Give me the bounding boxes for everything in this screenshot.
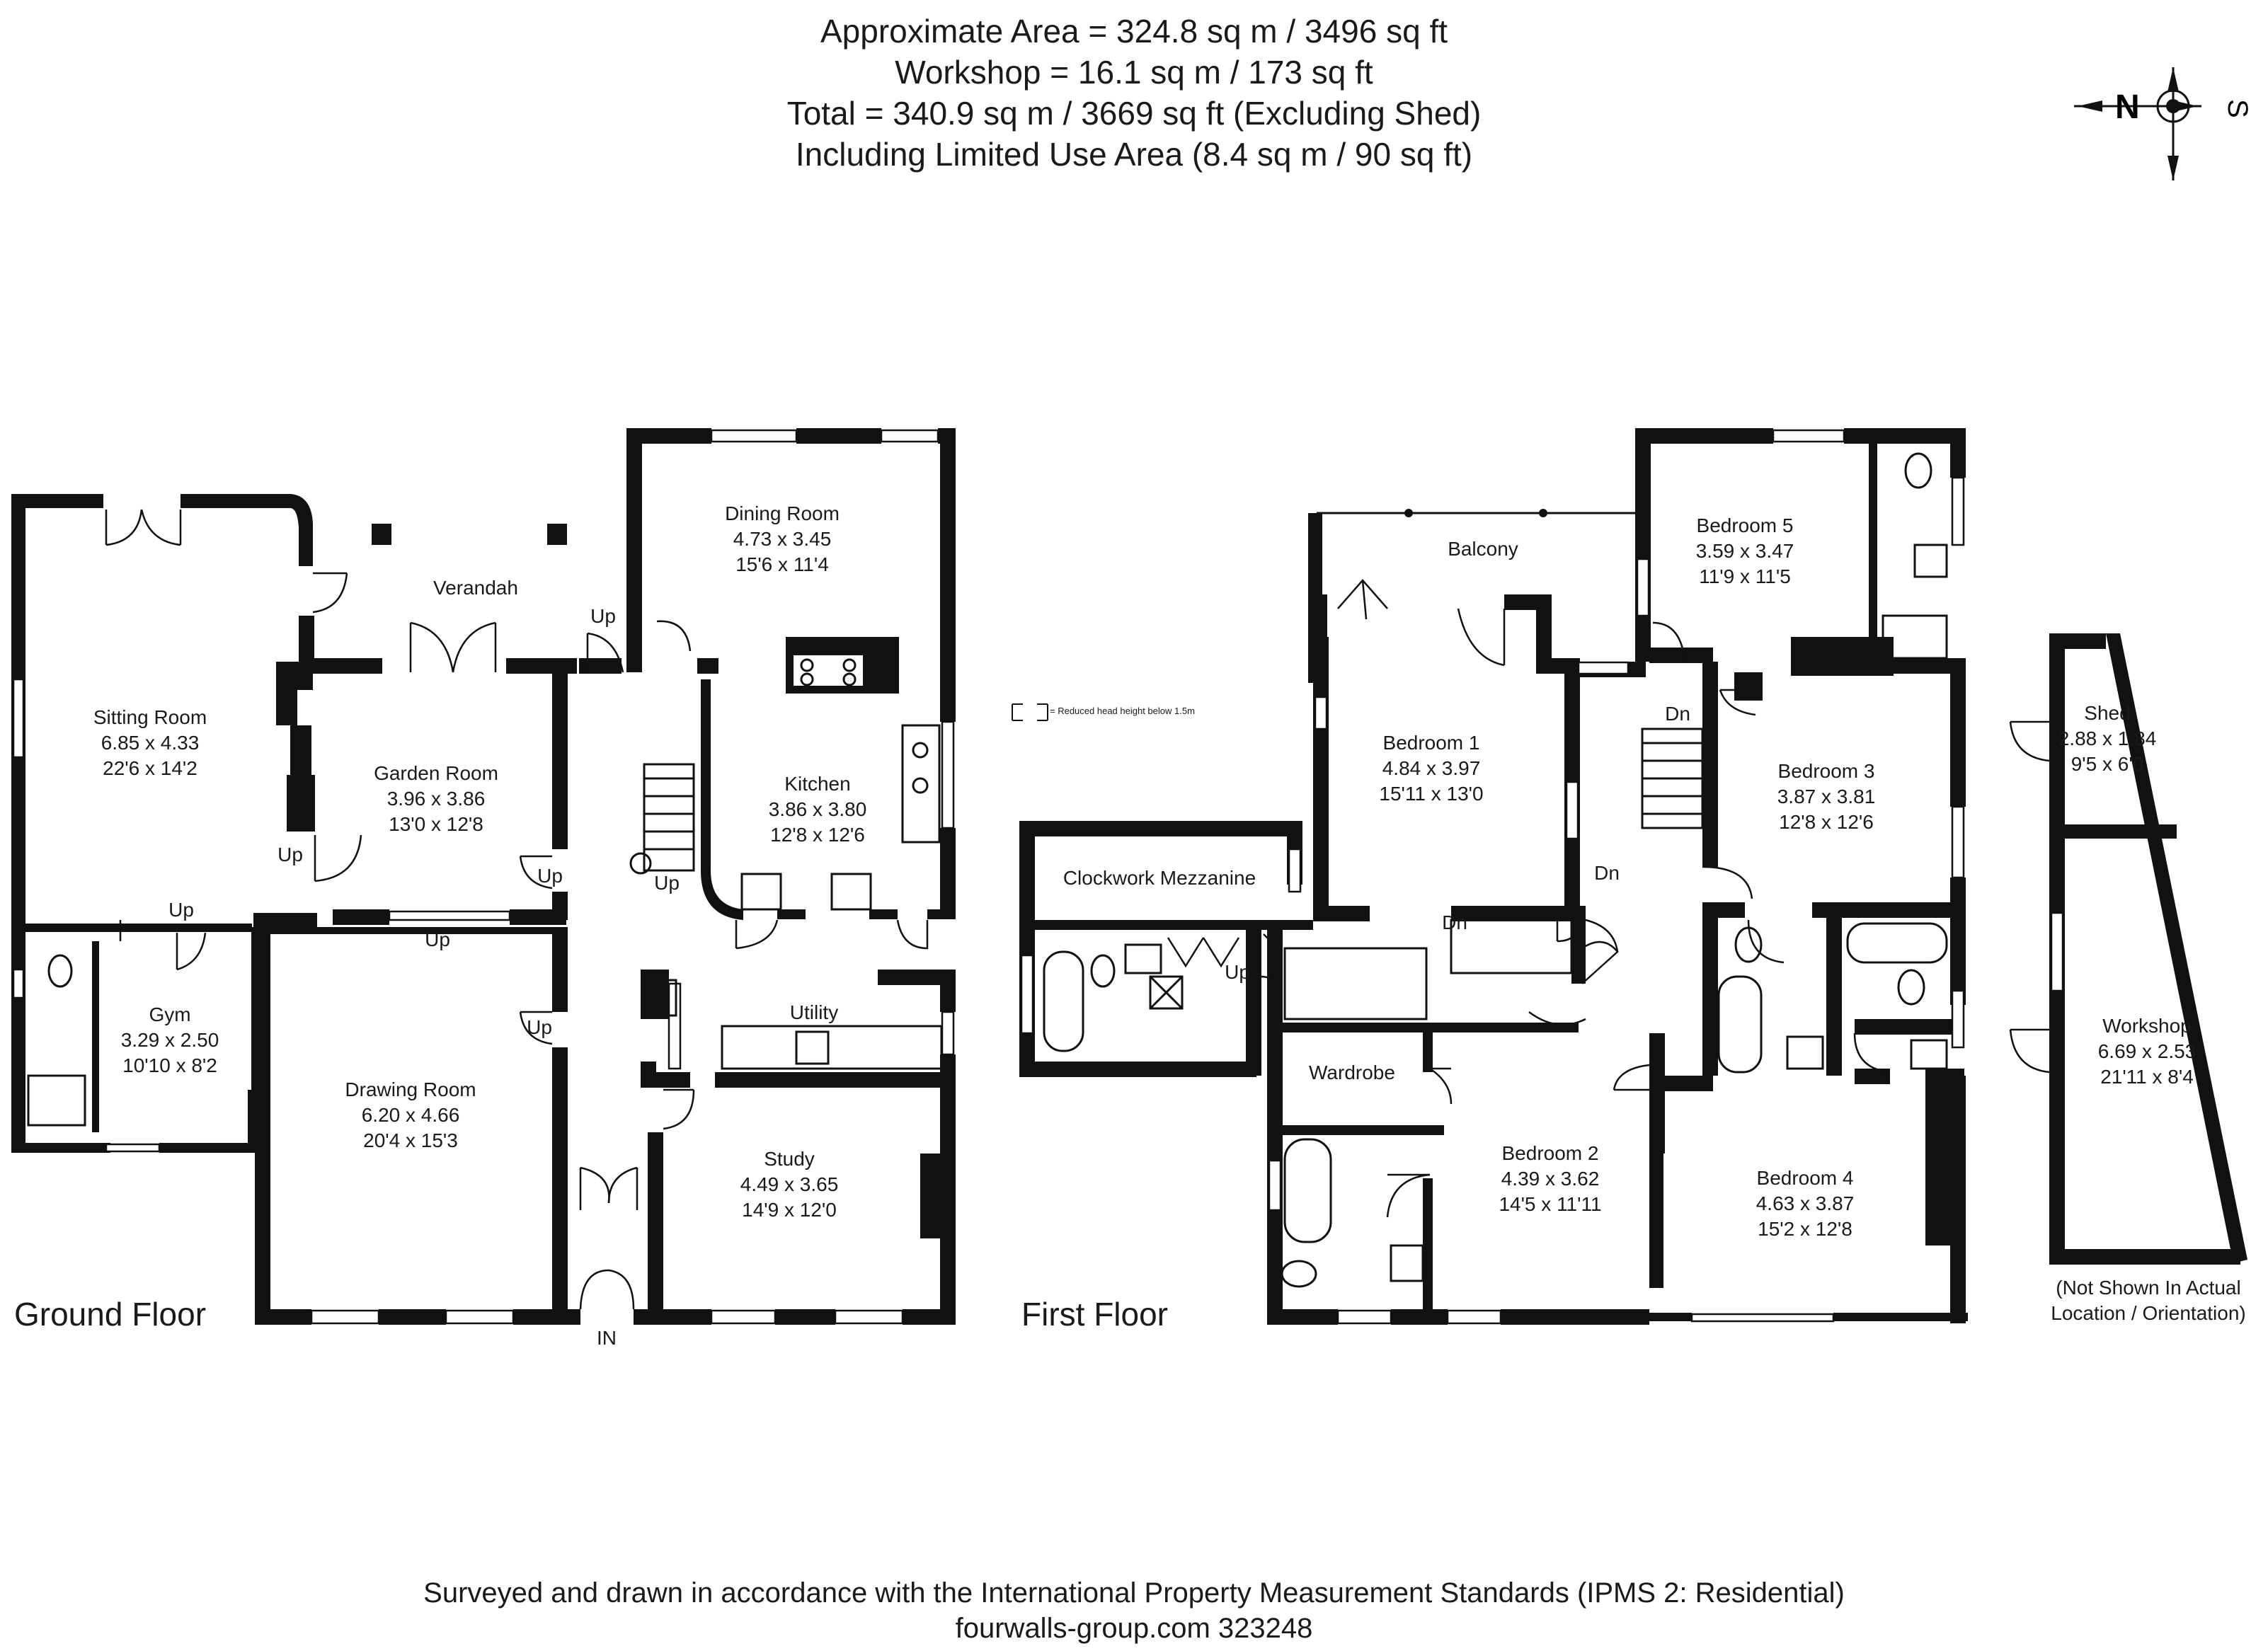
room-imperial: 21'11 x 8'4 [2100,1066,2194,1088]
room-imperial: 15'11 x 13'0 [1379,783,1484,805]
room-sitting-room: Sitting Room 6.85 x 4.33 22'6 x 14'2 [93,705,207,781]
room-metric: 3.59 x 3.47 [1695,540,1794,562]
room-name: Kitchen [784,773,851,795]
room-imperial: 14'5 x 11'11 [1499,1193,1602,1215]
room-bedroom-1: Bedroom 1 4.84 x 3.97 15'11 x 13'0 [1379,730,1483,807]
outbuildings-walls [2049,633,2247,1265]
room-imperial: 15'6 x 11'4 [735,553,829,575]
stairs-up-label: Up [654,872,680,894]
room-metric: 3.86 x 3.80 [768,798,867,820]
entrance-label: IN [597,1327,617,1349]
limited-use-area-line: Including Limited Use Area (8.4 sq m / 9… [795,136,1473,173]
room-imperial: 12'8 x 12'6 [1779,811,1874,833]
room-name: Dining Room [725,502,840,524]
room-imperial: 20'4 x 15'3 [363,1129,458,1151]
compass-north-label: N [2115,88,2140,126]
balcony-label: Balcony [1448,538,1518,560]
room-imperial: 11'9 x 11'5 [1699,565,1791,587]
room-metric: 3.29 x 2.50 [120,1029,219,1051]
stairs-down-label: Dn [1665,703,1690,725]
room-workshop: Workshop 6.69 x 2.53 21'11 x 8'4 [2098,1013,2197,1090]
room-bedroom-4: Bedroom 4 4.63 x 3.87 15'2 x 12'8 [1756,1166,1855,1242]
stairs-up-label: Up [425,928,450,950]
room-name: Drawing Room [345,1078,476,1100]
room-name: Bedroom 5 [1696,514,1794,536]
stairs-up-label: Up [1225,961,1250,983]
room-name: Workshop [2102,1015,2192,1037]
outbuildings-doors [2009,720,2050,1074]
wardrobe-label: Wardrobe [1309,1062,1395,1083]
room-imperial: 15'2 x 12'8 [1758,1218,1852,1240]
room-garden-room: Garden Room 3.96 x 3.86 13'0 x 12'8 [374,761,498,837]
room-imperial: 13'0 x 12'8 [389,813,483,835]
room-name: Bedroom 2 [1501,1142,1599,1164]
compass-south-label: S [2222,99,2253,118]
stairs-up-label: Up [590,605,616,627]
compass-icon [2074,67,2201,180]
ground-floor-windows [12,429,955,1325]
stairs-up-label: Up [277,844,303,865]
room-shed: Shed 2.88 x 1.84 9'5 x 6'0 [2058,701,2157,777]
room-metric: 6.20 x 4.66 [361,1104,460,1126]
note-line: (Not Shown In Actual [2056,1277,2241,1299]
room-name: Bedroom 4 [1756,1167,1854,1189]
room-bedroom-3: Bedroom 3 3.87 x 3.81 12'8 x 12'6 [1777,759,1876,835]
room-name: Bedroom 3 [1777,760,1875,782]
room-name: Gym [149,1003,191,1025]
company-reference: fourwalls-group.com 323248 [955,1613,1313,1644]
outbuildings-note: (Not Shown In Actual Location / Orientat… [2051,1275,2246,1326]
room-bedroom-5: Bedroom 5 3.59 x 3.47 11'9 x 11'5 [1696,513,1794,589]
mezzanine-label: Clockwork Mezzanine [1063,867,1256,889]
room-metric: 4.63 x 3.87 [1756,1192,1855,1214]
room-name: Shed [2084,702,2131,724]
area-summary-line: Approximate Area = 324.8 sq m / 3496 sq … [820,13,1448,50]
room-metric: 2.88 x 1.84 [2058,727,2157,749]
utility-label: Utility [789,1001,839,1023]
room-name: Bedroom 1 [1382,732,1480,754]
room-drawing-room: Drawing Room 6.20 x 4.66 20'4 x 15'3 [345,1077,476,1154]
stairs-up-label: Up [537,865,563,887]
ipms-statement: Surveyed and drawn in accordance with th… [423,1577,1845,1609]
ground-floor-walls [11,428,956,1325]
note-line: Location / Orientation) [2051,1302,2246,1324]
first-floor-windows [1020,429,1965,1325]
stairs-down-label: Dn [1442,911,1467,933]
reduced-headroom-legend: = Reduced head height below 1.5m [1050,706,1195,716]
room-metric: 4.73 x 3.45 [733,528,832,550]
room-gym: Gym 3.29 x 2.50 10'10 x 8'2 [121,1002,219,1078]
room-metric: 4.39 x 3.62 [1501,1168,1600,1190]
verandah-label: Verandah [433,577,518,599]
room-imperial: 12'8 x 12'6 [770,824,865,846]
first-floor-title: First Floor [1021,1296,1168,1333]
total-area-line: Total = 340.9 sq m / 3669 sq ft (Excludi… [786,95,1482,132]
room-metric: 6.85 x 4.33 [101,732,200,754]
room-study: Study 4.49 x 3.65 14'9 x 12'0 [740,1146,839,1223]
room-imperial: 14'9 x 12'0 [742,1199,837,1221]
room-kitchen: Kitchen 3.86 x 3.80 12'8 x 12'6 [769,771,867,848]
room-name: Garden Room [374,762,498,784]
room-name: Study [764,1148,815,1170]
ground-floor-doors [27,509,943,1310]
stairs-up-label: Up [527,1016,552,1038]
outbuildings-windows [2050,911,2064,992]
room-imperial: 9'5 x 6'0 [2071,753,2144,775]
first-floor-doors [1043,452,1948,1288]
stairs-up-label: Up [168,899,194,921]
room-imperial: 22'6 x 14'2 [103,757,197,779]
room-metric: 3.96 x 3.86 [386,788,486,810]
room-metric: 3.87 x 3.81 [1777,786,1876,807]
room-metric: 4.49 x 3.65 [740,1173,839,1195]
room-name: Sitting Room [93,706,207,728]
first-floor-walls [1019,428,1968,1325]
reduced-headroom-legend-icon [1012,703,1048,721]
room-metric: 4.84 x 3.97 [1382,757,1481,779]
workshop-area-line: Workshop = 16.1 sq m / 173 sq ft [895,54,1373,91]
ground-floor-title: Ground Floor [14,1296,207,1333]
room-bedroom-2: Bedroom 2 4.39 x 3.62 14'5 x 11'11 [1499,1141,1601,1217]
room-imperial: 10'10 x 8'2 [122,1054,217,1076]
room-metric: 6.69 x 2.53 [2097,1040,2197,1062]
stairs-down-label: Dn [1594,862,1620,884]
room-dining-room: Dining Room 4.73 x 3.45 15'6 x 11'4 [725,501,840,577]
